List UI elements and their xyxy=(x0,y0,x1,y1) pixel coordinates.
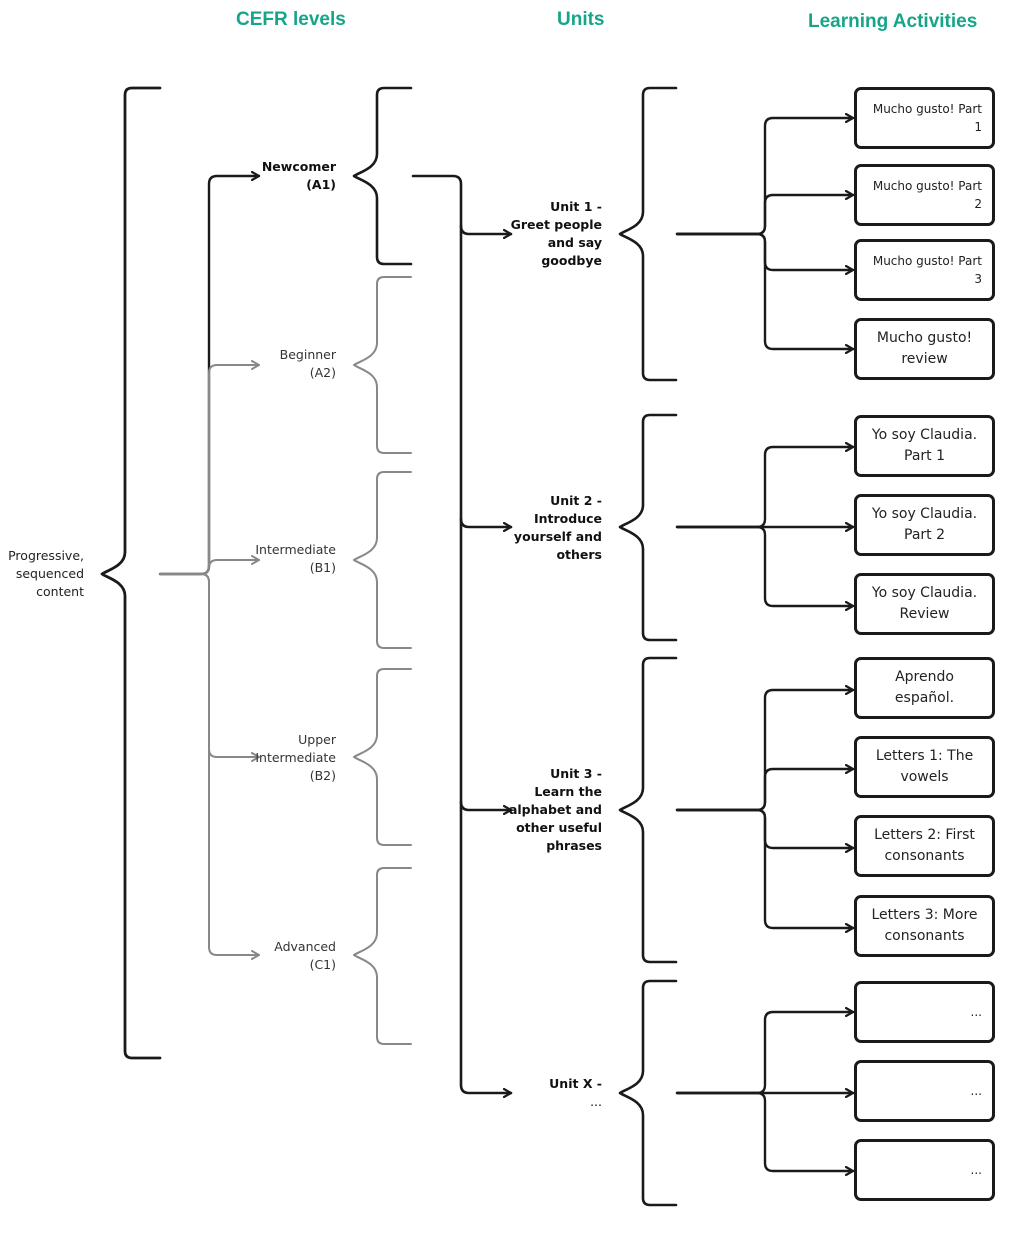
activity-card-text: ... xyxy=(970,1005,982,1019)
activity-card-text: Letters 3: More consonants xyxy=(871,907,978,944)
activity-card-text: Yo soy Claudia. Review xyxy=(871,585,978,622)
unit-brace-1 xyxy=(618,86,678,382)
level-label-a1: Newcomer(A1) xyxy=(261,159,336,192)
connector-unit1-activity2 xyxy=(675,195,855,236)
connector-unit3-activity4 xyxy=(675,808,855,928)
level-brace-c1 xyxy=(353,867,412,1045)
activity-card-text: Mucho gusto! Part 2 xyxy=(872,179,982,211)
activity-card: Yo soy Claudia. Part 1 xyxy=(854,415,995,477)
activity-card: Letters 2: First consonants xyxy=(854,815,995,877)
activity-card-text: Aprendo español. xyxy=(894,669,955,706)
connector-unit4-activity1 xyxy=(675,1012,855,1095)
root-brace xyxy=(100,86,162,1060)
level-brace-a2 xyxy=(353,276,412,454)
activity-card-text: Mucho gusto! Part 1 xyxy=(872,102,982,134)
activity-card: Mucho gusto! Part 3 xyxy=(854,239,995,301)
connector-a1-unit2 xyxy=(459,224,513,527)
activity-card: Yo soy Claudia. Part 2 xyxy=(854,494,995,556)
activity-card: Yo soy Claudia. Review xyxy=(854,573,995,635)
activity-card: Mucho gusto! Part 1 xyxy=(854,87,995,149)
activity-card-text: Mucho gusto! review xyxy=(876,330,973,367)
unit-brace-2 xyxy=(618,413,678,642)
activity-card-text: Letters 1: The vowels xyxy=(875,748,974,785)
activity-card: Mucho gusto! review xyxy=(854,318,995,380)
activity-card-text: Yo soy Claudia. Part 1 xyxy=(871,427,978,464)
connector-unit3-activity2 xyxy=(675,769,855,812)
connector-root-c1 xyxy=(200,573,260,960)
level-brace-b1 xyxy=(353,471,412,649)
level-label-a2: Beginner(A2) xyxy=(279,347,336,380)
connector-a1-unitx xyxy=(459,800,513,1093)
activity-card-text: ... xyxy=(970,1084,982,1098)
connector-root-a2 xyxy=(159,360,260,575)
unit-label-x: Unit X -... xyxy=(549,1076,602,1109)
activity-card: Letters 3: More consonants xyxy=(854,895,995,957)
unit-brace-x xyxy=(618,979,678,1207)
header-units: Units xyxy=(557,9,605,30)
activity-card-text: Letters 2: First consonants xyxy=(874,827,975,864)
header-cefr-levels: CEFR levels xyxy=(236,9,346,30)
connector-unit2-activity3 xyxy=(675,525,855,606)
level-brace-b2 xyxy=(353,668,412,846)
activity-card-text: Mucho gusto! Part 3 xyxy=(872,254,982,286)
activity-card: Mucho gusto! Part 2 xyxy=(854,164,995,226)
activity-card: Letters 1: The vowels xyxy=(854,736,995,798)
connector-a1-unit3 xyxy=(459,517,513,810)
level-brace-a1 xyxy=(352,86,413,266)
level-label-c1: Advanced(C1) xyxy=(274,939,336,972)
activity-card: Aprendo español. xyxy=(854,657,995,719)
header-learning-activities: Learning Activities xyxy=(808,11,978,32)
connector-unit2-activity1 xyxy=(675,447,855,529)
activity-card: ... xyxy=(854,981,995,1043)
connector-unit4-activity3 xyxy=(675,1091,855,1171)
unit-brace-3 xyxy=(618,656,678,964)
activity-card-text: ... xyxy=(970,1163,982,1177)
connector-unit1-activity4 xyxy=(675,232,855,349)
level-label-b1: Intermediate(B1) xyxy=(255,542,336,575)
activity-card-text: Yo soy Claudia. Part 2 xyxy=(871,506,978,543)
connector-a1-unit1 xyxy=(411,174,513,234)
activity-card: ... xyxy=(854,1139,995,1201)
activity-card: ... xyxy=(854,1060,995,1122)
